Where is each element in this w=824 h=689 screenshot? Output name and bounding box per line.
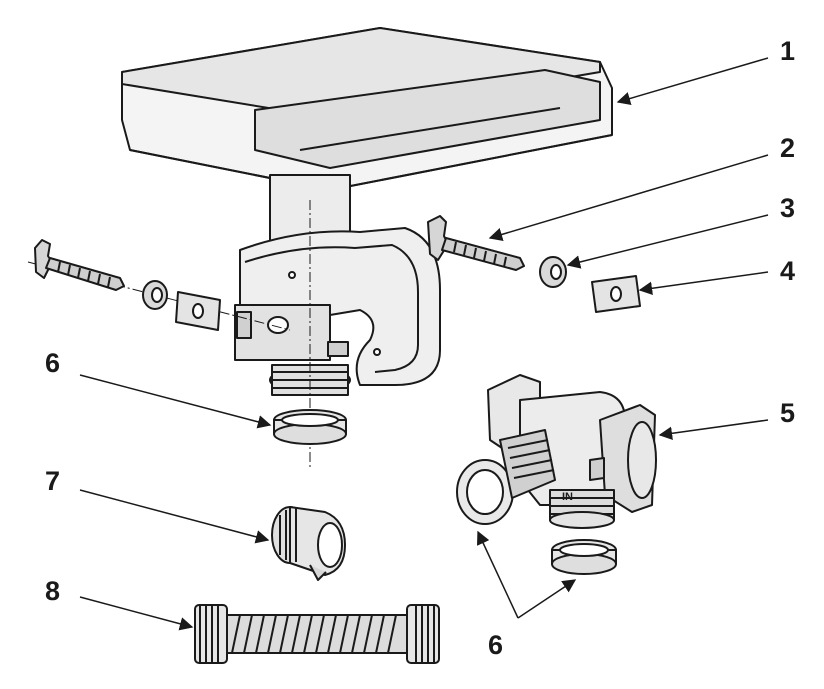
washer-plate-left bbox=[175, 291, 221, 331]
callout-6-bottom: 6 bbox=[488, 630, 504, 660]
leader-6b-left bbox=[477, 530, 519, 619]
leader-7 bbox=[79, 489, 270, 544]
nut-right bbox=[539, 256, 567, 288]
washer-plate-right bbox=[591, 275, 641, 313]
callout-5: 5 bbox=[780, 398, 796, 428]
leader-lines bbox=[79, 57, 769, 631]
leader-6b-right bbox=[517, 579, 577, 619]
adapter-fitting bbox=[271, 506, 346, 581]
callout-3: 3 bbox=[780, 193, 796, 223]
o-ring-right bbox=[551, 539, 617, 575]
nut-left bbox=[142, 280, 168, 310]
cover-lid bbox=[121, 27, 613, 191]
o-ring-left bbox=[273, 409, 347, 445]
leader-6a bbox=[79, 374, 272, 429]
callout-1: 1 bbox=[780, 36, 796, 66]
flexible-hose bbox=[194, 604, 440, 664]
callout-4: 4 bbox=[780, 256, 796, 286]
leader-2 bbox=[488, 154, 769, 241]
leader-8 bbox=[79, 596, 194, 631]
callout-8: 8 bbox=[45, 576, 61, 606]
callout-2: 2 bbox=[780, 133, 796, 163]
valve-head-body bbox=[234, 227, 441, 396]
leader-5 bbox=[658, 419, 769, 441]
leader-4 bbox=[638, 271, 769, 295]
screw-left bbox=[34, 239, 125, 291]
leader-1 bbox=[616, 57, 769, 106]
callout-6-left: 6 bbox=[45, 348, 61, 378]
bypass-valve bbox=[456, 374, 657, 529]
callout-7: 7 bbox=[45, 466, 61, 496]
screw-right bbox=[427, 215, 525, 271]
valve-marking-in: IN bbox=[562, 491, 573, 503]
leader-3 bbox=[566, 214, 769, 269]
